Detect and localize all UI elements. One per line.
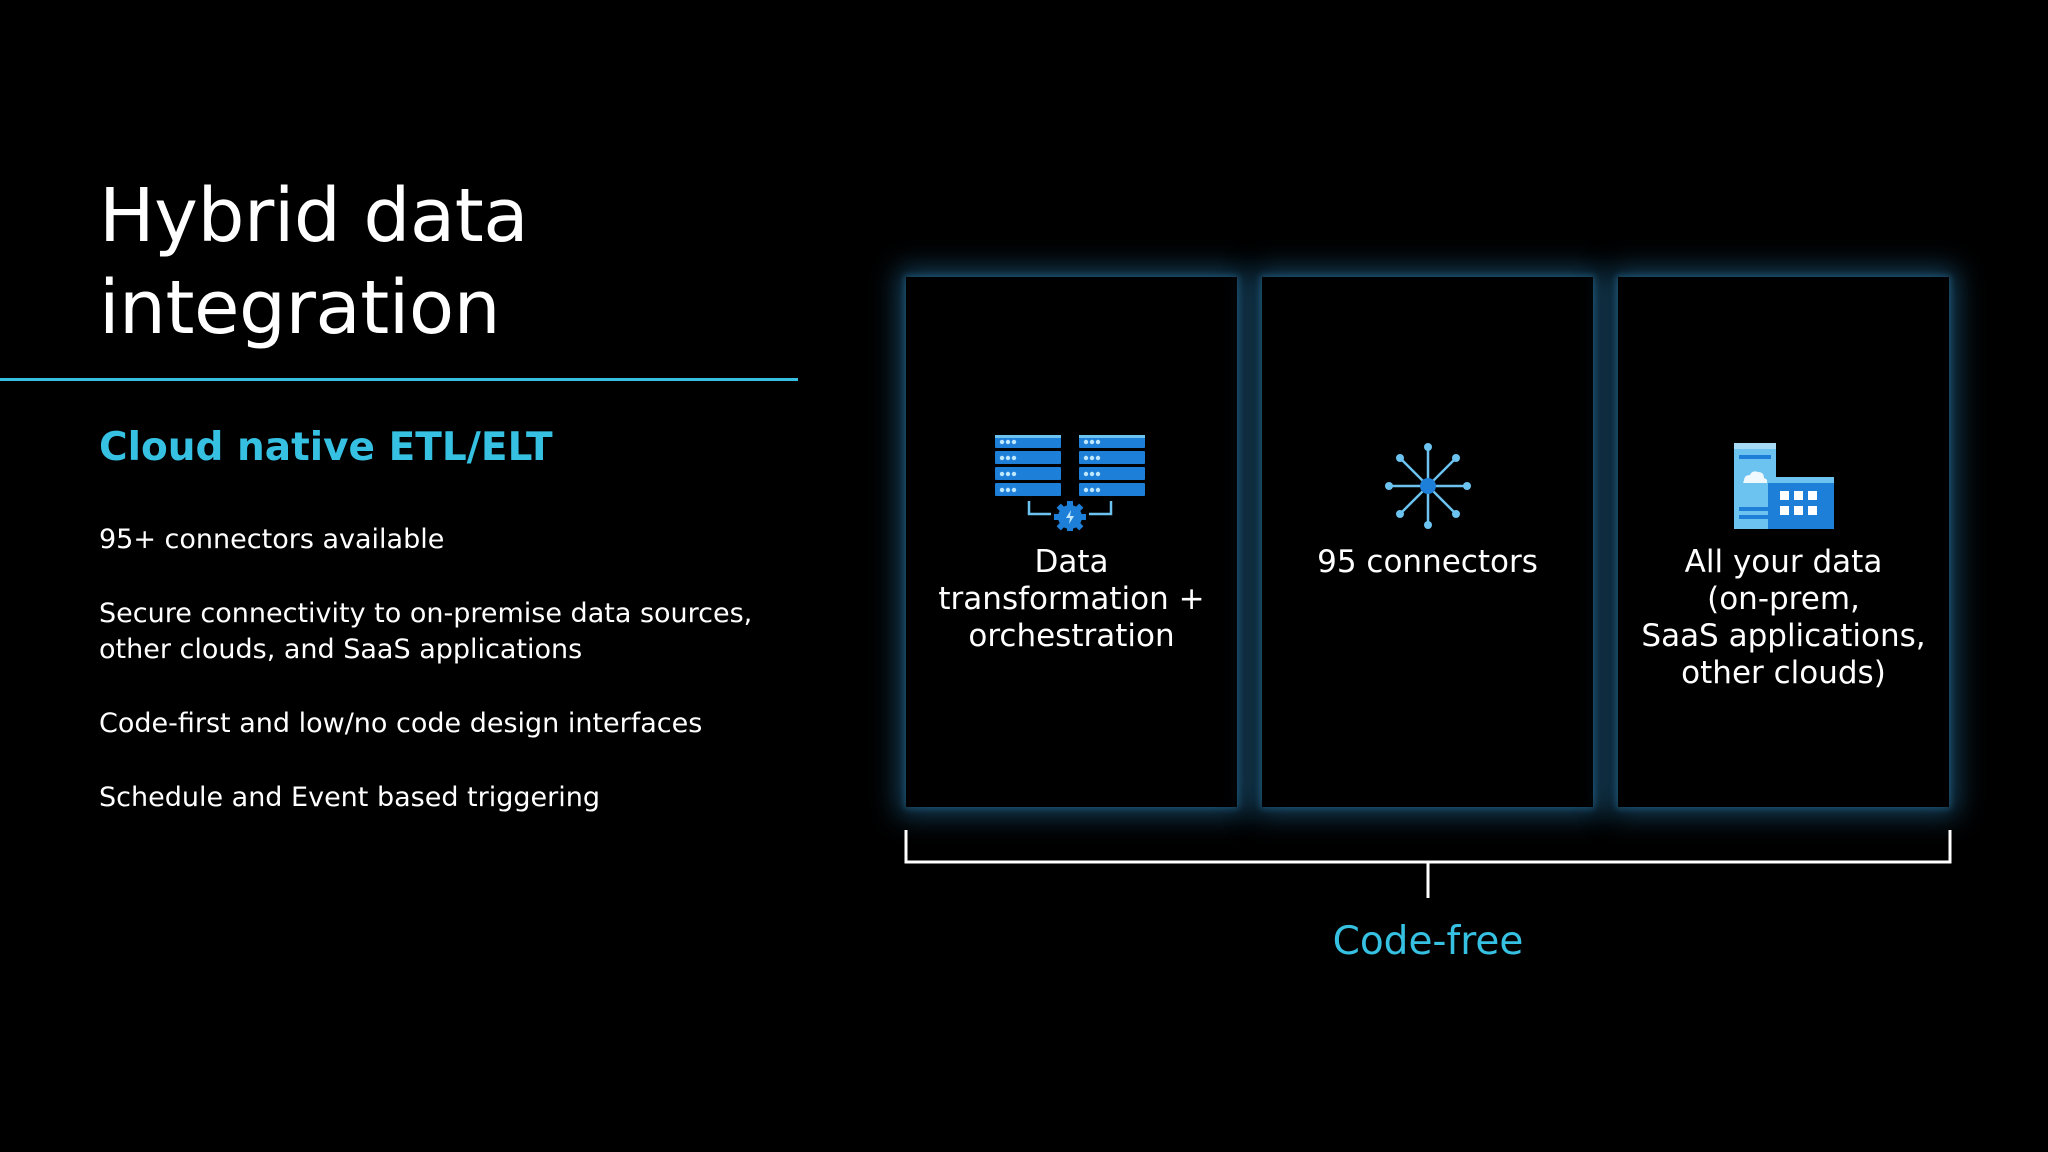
panel-label-line: SaaS applications, <box>1641 618 1926 654</box>
feature-item: Code-first and low/no code design interf… <box>99 706 799 742</box>
slide-title-line: integration <box>99 265 501 351</box>
feature-item-text: Code-first and low/no code design interf… <box>99 708 703 739</box>
panel-label-line: (on-prem, <box>1707 581 1860 617</box>
panel-label-line: orchestration <box>968 618 1175 654</box>
panel-data-transformation: Data transformation + orchestration <box>906 277 1237 807</box>
feature-item-text: Secure connectivity to on-premise data s… <box>99 598 753 629</box>
slide-title: Hybrid data integration <box>99 170 659 354</box>
feature-item-text: Schedule and Event based triggering <box>99 782 600 813</box>
panel-label-line: 95 connectors <box>1317 544 1538 580</box>
panel-label: All your data (on-prem, SaaS application… <box>1618 544 1949 692</box>
feature-list: 95+ connectors available Secure connecti… <box>99 522 799 854</box>
panel-all-your-data: All your data (on-prem, SaaS application… <box>1618 277 1949 807</box>
panel-label-line: other clouds) <box>1681 655 1886 691</box>
server-pipeline-icon <box>994 435 1145 531</box>
building-data-icon <box>1733 443 1834 529</box>
slide-subtitle: Cloud native ETL/ELT <box>99 425 553 470</box>
panel-label-line: Data <box>1034 544 1109 580</box>
feature-item-text: 95+ connectors available <box>99 524 445 555</box>
grouping-bracket <box>904 830 1952 898</box>
panel-label-line: All your data <box>1684 544 1883 580</box>
panel-label: 95 connectors <box>1262 544 1593 581</box>
feature-item-text: other clouds, and SaaS applications <box>99 634 583 665</box>
connector-hub-icon <box>1384 443 1471 529</box>
panel-label: Data transformation + orchestration <box>906 544 1237 655</box>
code-free-label: Code-free <box>1332 919 1524 964</box>
feature-item: Schedule and Event based triggering <box>99 780 799 816</box>
title-divider <box>0 378 798 381</box>
feature-item: 95+ connectors available <box>99 522 799 558</box>
panel-connectors: 95 connectors <box>1262 277 1593 807</box>
feature-item: Secure connectivity to on-premise data s… <box>99 596 799 668</box>
slide-title-line: Hybrid data <box>99 173 529 259</box>
panel-label-line: transformation + <box>938 581 1205 617</box>
